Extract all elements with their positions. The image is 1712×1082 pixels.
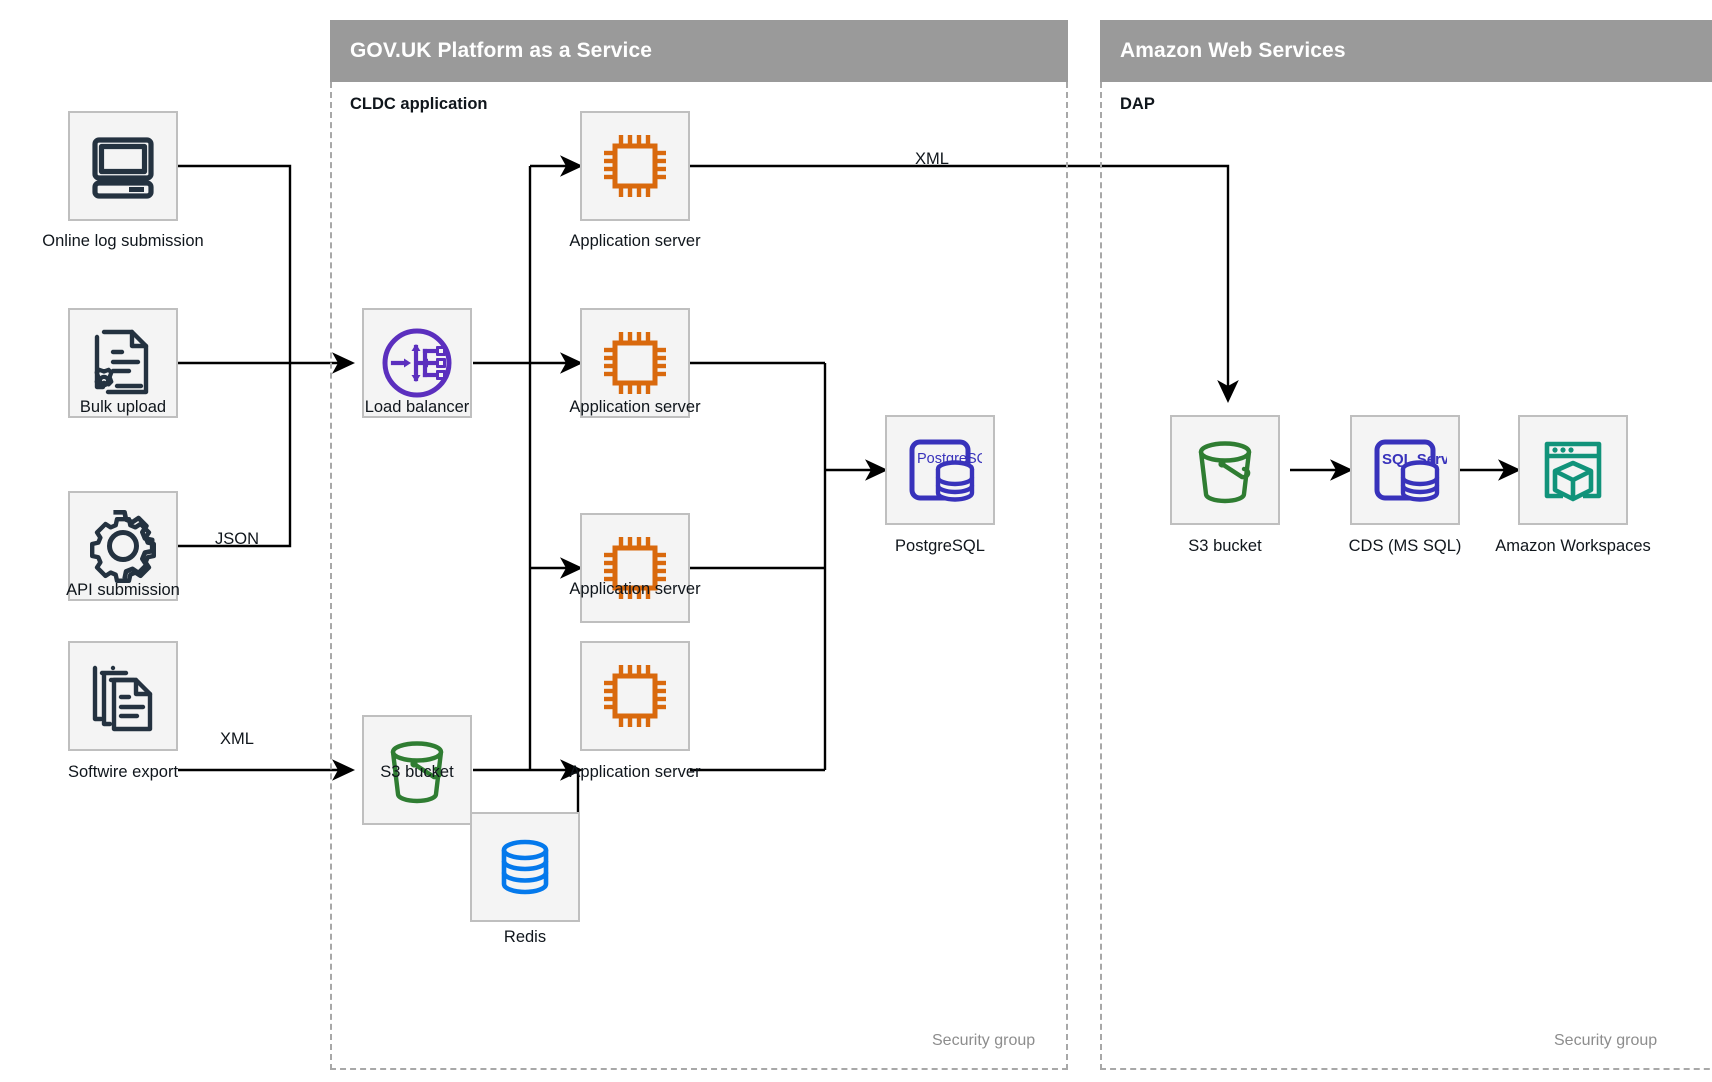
cpu-chip-icon (597, 128, 673, 204)
cpu-chip-icon (597, 658, 673, 734)
node-label-postgresql: PostgreSQL (895, 537, 985, 555)
node-bulk-upload[interactable] (68, 308, 178, 418)
node-app-server-3[interactable] (580, 513, 690, 623)
node-label-amazon-workspaces: Amazon Workspaces (1495, 537, 1651, 555)
security-group-label-aws: Security group (1554, 1032, 1658, 1049)
node-label-online-log-submission: Online log submission (42, 232, 204, 250)
amazon-workspaces-icon (1533, 430, 1613, 510)
redis-database-icon (489, 831, 561, 903)
node-app-server-1[interactable] (580, 111, 690, 221)
document-stack-icon (84, 657, 162, 735)
node-load-balancer[interactable] (362, 308, 472, 418)
group-sublabel-dap: DAP (1120, 95, 1155, 113)
node-cds-ms-sql[interactable]: SQL Server (1350, 415, 1460, 525)
cpu-chip-icon (597, 325, 673, 401)
node-app-server-2[interactable] (580, 308, 690, 418)
edge-label-json: JSON (215, 530, 260, 548)
group-title-paas: GOV.UK Platform as a Service (350, 39, 652, 62)
postgresql-icon: PostgreSQL (898, 428, 982, 512)
group-title-aws: Amazon Web Services (1120, 39, 1346, 62)
node-label-app-server-4: Application server (569, 763, 701, 781)
node-aws-s3-bucket[interactable] (1170, 415, 1280, 525)
group-sublabel-cldc: CLDC application (350, 95, 488, 113)
node-label-app-server-2: Application server (569, 398, 701, 416)
node-postgresql[interactable]: PostgreSQL (885, 415, 995, 525)
edge-label-softwire-xml: XML (220, 730, 254, 748)
s3-bucket-icon (377, 730, 457, 810)
group-box-aws (1100, 82, 1712, 1070)
node-amazon-workspaces[interactable] (1518, 415, 1628, 525)
node-label-redis: Redis (503, 928, 547, 946)
node-label-paas-s3-bucket: S3 bucket (380, 763, 454, 781)
s3-bucket-icon (1185, 430, 1265, 510)
node-redis[interactable] (470, 812, 580, 922)
sql-server-icon: SQL Server (1363, 428, 1447, 512)
edge-label-appserver-xml: XML (915, 150, 949, 168)
node-label-aws-s3-bucket: S3 bucket (1188, 537, 1262, 555)
document-gear-icon (84, 324, 162, 402)
node-online-log-submission[interactable] (68, 111, 178, 221)
node-label-app-server-1: Application server (569, 232, 701, 250)
node-label-softwire-export: Softwire export (67, 763, 179, 781)
cpu-chip-icon (597, 530, 673, 606)
node-label-api-submission: API submission (66, 581, 180, 599)
gear-icon (84, 507, 162, 585)
node-softwire-export[interactable] (68, 641, 178, 751)
node-label-load-balancer: Load balancer (364, 398, 470, 416)
node-label-cds-ms-sql: CDS (MS SQL) (1348, 537, 1462, 555)
security-group-label-paas: Security group (932, 1032, 1036, 1049)
group-header-paas: GOV.UK Platform as a Service (330, 20, 1068, 82)
load-balancer-icon (375, 321, 459, 405)
node-app-server-4[interactable] (580, 641, 690, 751)
group-box-paas (330, 82, 1068, 1070)
node-label-bulk-upload: Bulk upload (79, 398, 167, 416)
node-label-app-server-3: Application server (569, 580, 701, 598)
desktop-computer-icon (84, 127, 162, 205)
node-paas-s3-bucket[interactable] (362, 715, 472, 825)
group-header-aws: Amazon Web Services (1100, 20, 1712, 82)
node-api-submission[interactable] (68, 491, 178, 601)
